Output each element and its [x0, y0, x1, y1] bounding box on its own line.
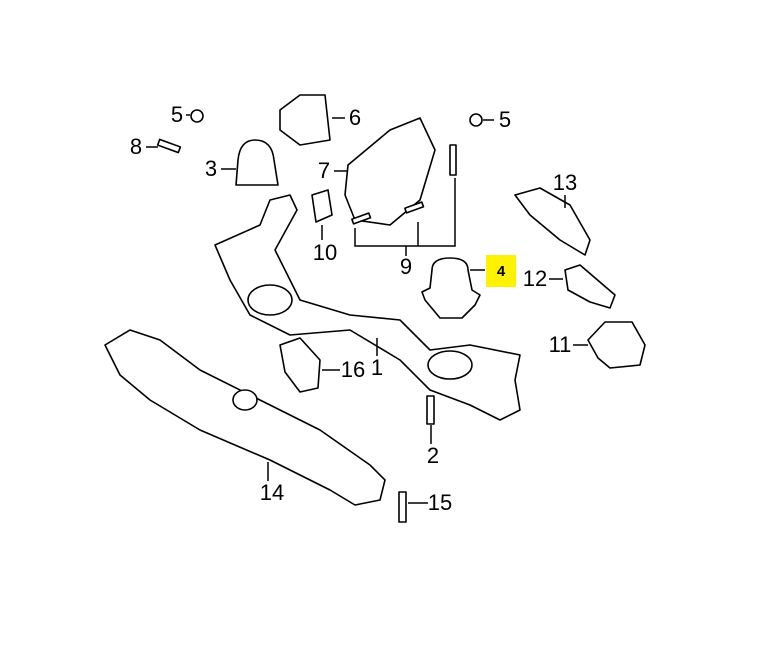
- callout-11[interactable]: 11: [548, 332, 572, 357]
- callout-6[interactable]: 6: [348, 105, 362, 130]
- callout-14[interactable]: 14: [259, 480, 285, 505]
- part-12-torque-rod[interactable]: [564, 264, 616, 309]
- callout-13[interactable]: 13: [552, 170, 578, 195]
- callout-5[interactable]: 5: [170, 102, 184, 127]
- part-14-crossmember[interactable]: [104, 329, 386, 506]
- part-7-bracket[interactable]: [344, 117, 436, 226]
- callout-8[interactable]: 8: [129, 134, 143, 159]
- callout-10[interactable]: 10: [312, 240, 338, 265]
- part-10-shield[interactable]: [311, 189, 333, 223]
- callout-12[interactable]: 12: [522, 266, 548, 291]
- callout-4-highlighted[interactable]: 4: [486, 255, 516, 287]
- callout-7[interactable]: 7: [317, 158, 331, 183]
- callout-9[interactable]: 9: [399, 254, 413, 279]
- part-6-bracket[interactable]: [279, 94, 331, 146]
- part-13-bracket[interactable]: [514, 187, 591, 256]
- callout-2[interactable]: 2: [426, 443, 440, 468]
- callout-15[interactable]: 15: [427, 490, 453, 515]
- part-11-bracket[interactable]: [587, 321, 646, 369]
- callout-16[interactable]: 16: [340, 357, 366, 382]
- callout-5[interactable]: 5: [498, 107, 512, 132]
- part-4-engine-mount[interactable]: [421, 257, 481, 319]
- part-16-bracket[interactable]: [279, 337, 321, 393]
- callout-1[interactable]: 1: [370, 355, 384, 380]
- callout-3[interactable]: 3: [204, 156, 218, 181]
- part-3-mount[interactable]: [235, 139, 279, 186]
- leader-lines: [146, 114, 588, 504]
